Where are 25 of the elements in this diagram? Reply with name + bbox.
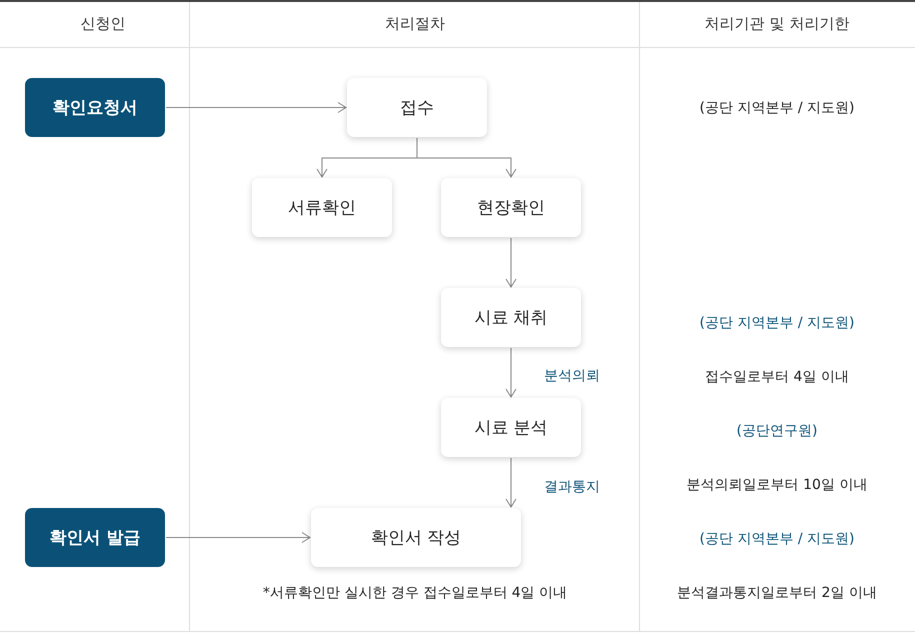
arrow [416,138,516,178]
process-box: 확인서 발급 [25,508,165,567]
arrow [506,238,516,288]
process-box: 시료 분석 [441,398,581,457]
process-box: 시료 채취 [441,288,581,347]
footnote: *서류확인만 실시한 경우 접수일로부터 4일 이내 [262,584,568,602]
process-box: 서류확인 [252,178,392,237]
arrow [506,348,516,398]
agency-text: (공단 지역본부 / 지도원) [700,99,854,117]
column-header: 처리절차 [385,14,445,34]
deadline-text: 분석의뢰일로부터 10일 이내 [686,476,868,494]
arrow [166,532,310,543]
process-box: 현장확인 [441,178,581,237]
process-box: 확인요청서 [25,78,165,137]
agency-text: (공단연구원) [736,422,818,440]
arrow [506,458,516,508]
process-box: 확인서 작성 [311,508,521,567]
deadline-text: 분석결과통지일로부터 2일 이내 [677,584,877,602]
column-header: 신청인 [80,14,126,34]
deadline-text: 접수일로부터 4일 이내 [705,368,849,386]
column-header: 처리기관 및 처리기한 [704,14,850,34]
agency-text: (공단 지역본부 / 지도원) [700,530,854,548]
agency-text: (공단 지역본부 / 지도원) [700,314,854,332]
process-box: 접수 [347,78,487,137]
arrow [166,102,346,113]
